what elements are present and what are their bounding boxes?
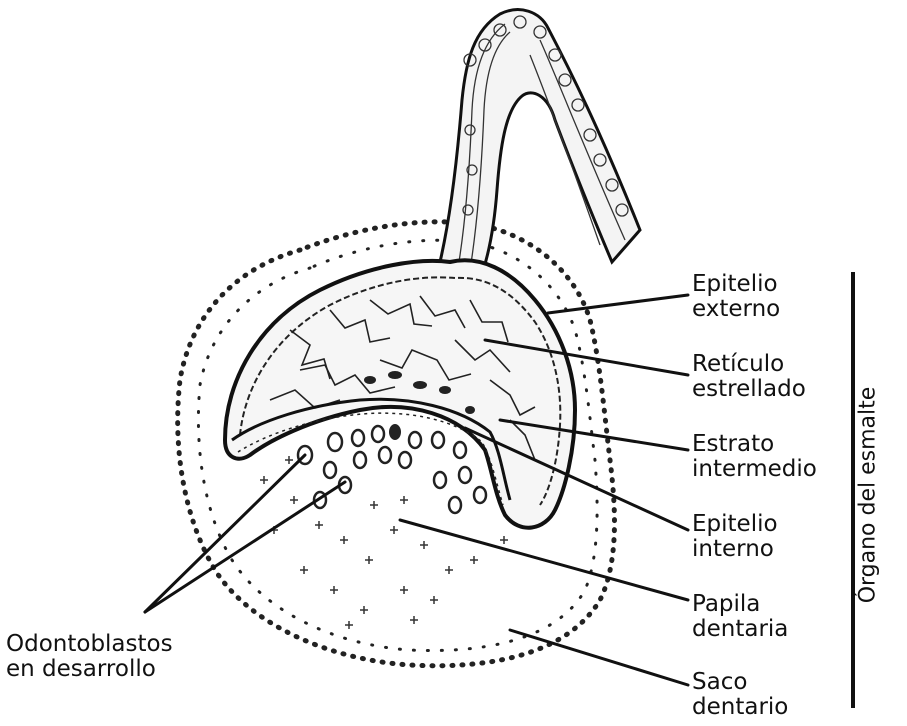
label-line: en desarrollo	[6, 657, 173, 682]
dental-lamina	[440, 10, 640, 285]
label-line: Estrato	[692, 432, 817, 457]
label-line: dentario	[692, 695, 788, 720]
label-saco-dentario: Saco dentario	[692, 670, 788, 720]
label-line: estrellado	[692, 377, 806, 402]
label-line: dentaria	[692, 617, 788, 642]
label-line: Papila	[692, 592, 788, 617]
label-line: Epitelio	[692, 272, 780, 297]
label-line: Saco	[692, 670, 788, 695]
label-line: Epitelio	[692, 512, 778, 537]
leader-odontoblastos-1	[145, 455, 305, 612]
leader-papila-dentaria	[400, 520, 688, 600]
label-line: Retículo	[692, 352, 806, 377]
enamel-organ	[225, 260, 575, 527]
label-epitelio-externo: Epitelio externo	[692, 272, 780, 322]
label-line: interno	[692, 537, 778, 562]
enamel-organ-label: Órgano del esmalte	[856, 387, 881, 604]
leader-odontoblastos-2	[145, 482, 345, 612]
leader-saco-dentario	[510, 630, 688, 685]
dental-papilla	[260, 426, 508, 629]
enamel-organ-bracket	[851, 272, 855, 708]
label-line: externo	[692, 297, 780, 322]
label-line: intermedio	[692, 457, 817, 482]
label-reticulo-estrellado: Retículo estrellado	[692, 352, 806, 402]
label-epitelio-interno: Epitelio interno	[692, 512, 778, 562]
label-papila-dentaria: Papila dentaria	[692, 592, 788, 642]
label-line: Odontoblastos	[6, 632, 173, 657]
label-odontoblastos: Odontoblastos en desarrollo	[6, 632, 173, 682]
leader-epitelio-externo	[548, 295, 688, 313]
label-estrato-intermedio: Estrato intermedio	[692, 432, 817, 482]
